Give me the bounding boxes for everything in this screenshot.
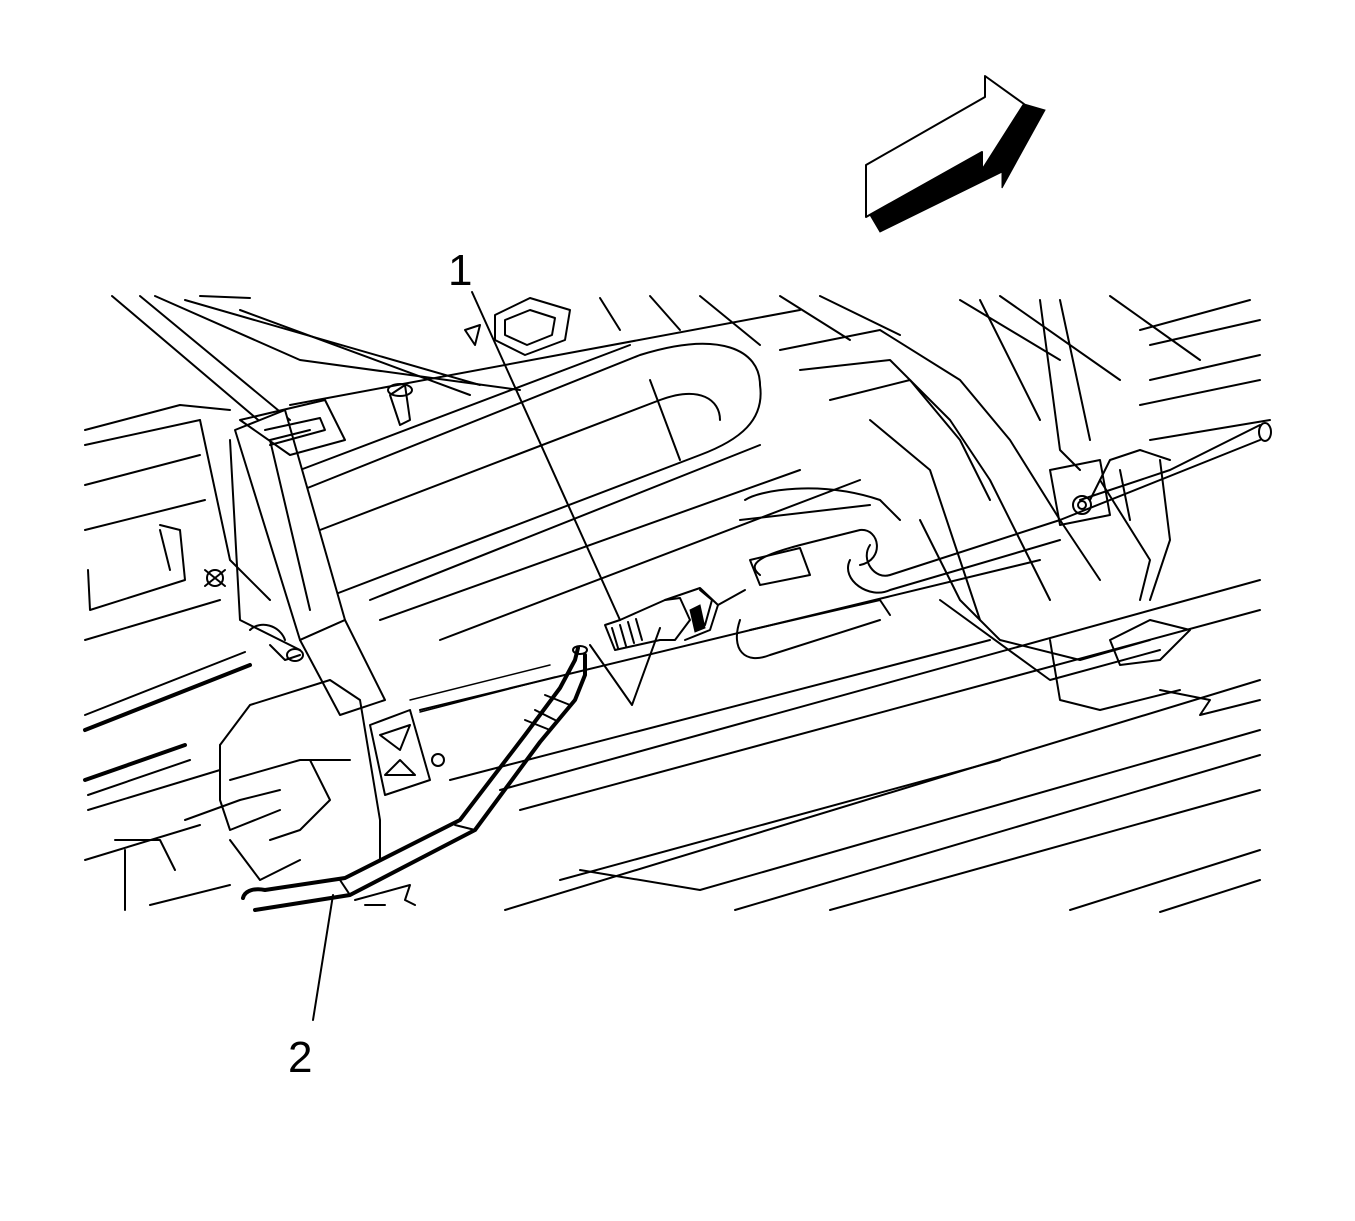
callout-label-1: 1 (448, 246, 472, 295)
direction-arrow-icon (865, 75, 1046, 233)
leader-line-2 (312, 894, 334, 1021)
underbody-structure (83, 295, 1272, 913)
callout-2: 2 (288, 894, 334, 1082)
callout-1: 1 (448, 246, 621, 621)
harness-lead (241, 645, 588, 912)
sensor-connector-assembly (589, 587, 746, 706)
callout-label-2: 2 (288, 1033, 312, 1082)
leader-line-1 (471, 291, 621, 621)
